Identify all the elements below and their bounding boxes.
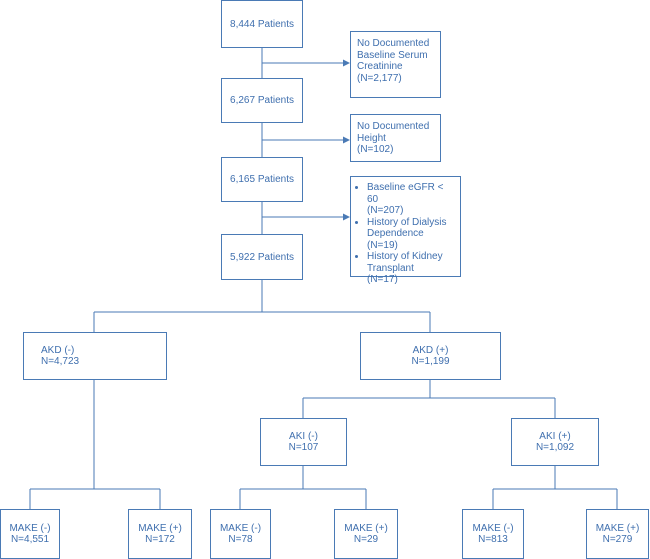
node-6267-patients: 6,267 Patients — [221, 78, 303, 123]
exclusion-line: Baseline Serum — [357, 49, 428, 61]
node-aki-positive: AKI (+) N=1,092 — [511, 418, 599, 466]
exclusion-line: History of Kidney — [367, 251, 443, 262]
exclusion-line: No Documented — [357, 121, 430, 132]
exclusion-list: Baseline eGFR < 60 (N=207) History of Di… — [357, 182, 454, 286]
exclusion-line: Height — [357, 132, 386, 144]
node-akd-negative: AKD (-) N=4,723 — [23, 332, 167, 380]
node-count: N=172 — [145, 534, 175, 545]
node-aki-negative: AKI (-) N=107 — [260, 418, 347, 466]
node-label: MAKE (+) — [344, 523, 388, 534]
node-label: 6,267 Patients — [230, 95, 294, 106]
exclusion-line: Dependence — [367, 228, 424, 239]
exclusion-line: Creatinine — [357, 61, 403, 72]
node-count: N=1,092 — [535, 442, 575, 453]
node-make-negative-akd-neg: MAKE (-) N=4,551 — [0, 509, 60, 559]
node-make-negative-aki-pos: MAKE (-) N=813 — [462, 509, 524, 559]
exclusion-item-transplant: History of Kidney Transplant (N=17) — [367, 251, 454, 286]
node-label: 8,444 Patients — [230, 18, 294, 30]
node-count: N=107 — [288, 442, 319, 453]
exclusion-line: (N=102) — [357, 144, 394, 155]
node-count: N=29 — [353, 534, 379, 545]
exclusion-box-creatinine: No Documented Baseline Serum Creatinine … — [350, 31, 441, 98]
node-make-positive-aki-pos: MAKE (+) N=279 — [586, 509, 649, 559]
node-akd-positive: AKD (+) N=1,199 — [360, 332, 501, 380]
node-label: AKD (+) — [412, 345, 449, 356]
node-label: 6,165 Patients — [230, 174, 294, 185]
node-label: 5,922 Patients — [230, 251, 294, 263]
exclusion-box-egfr-dialysis-transplant: Baseline eGFR < 60 (N=207) History of Di… — [350, 176, 461, 285]
exclusion-box-height: No Documented Height (N=102) — [350, 114, 441, 162]
node-label: MAKE (-) — [219, 523, 262, 534]
node-make-positive-akd-neg: MAKE (+) N=172 — [128, 509, 192, 559]
node-5922-patients: 5,922 Patients — [221, 234, 303, 280]
exclusion-line: Transplant — [367, 262, 414, 274]
exclusion-line: (N=17) — [367, 274, 398, 285]
node-make-positive-aki-neg: MAKE (+) N=29 — [334, 509, 398, 559]
exclusion-line: (N=19) — [367, 239, 398, 251]
node-count: N=813 — [478, 534, 508, 545]
node-label: AKI (-) — [289, 431, 318, 442]
exclusion-item-dialysis: History of Dialysis Dependence (N=19) — [367, 217, 454, 252]
node-label: MAKE (+) — [595, 523, 640, 534]
node-count: N=1,199 — [411, 356, 450, 367]
node-count: N=279 — [602, 534, 633, 545]
node-label: MAKE (+) — [138, 523, 182, 534]
exclusion-line: History of Dialysis — [367, 216, 447, 228]
node-label: AKD (-) — [41, 345, 75, 356]
node-8444-patients: 8,444 Patients — [221, 0, 303, 48]
node-label: AKI (+) — [539, 431, 571, 442]
exclusion-line: Baseline eGFR < 60 — [367, 182, 444, 205]
exclusion-line: (N=207) — [367, 205, 404, 216]
exclusion-line: (N=2,177) — [357, 72, 402, 84]
node-count: N=78 — [228, 534, 253, 545]
node-count: N=4,723 — [41, 356, 80, 367]
node-make-negative-aki-neg: MAKE (-) N=78 — [210, 509, 271, 559]
exclusion-item-egfr: Baseline eGFR < 60 (N=207) — [367, 182, 454, 217]
node-count: N=4,551 — [10, 534, 50, 545]
node-label: MAKE (-) — [9, 523, 51, 534]
node-label: MAKE (-) — [472, 523, 514, 534]
exclusion-line: No Documented — [357, 38, 430, 49]
node-6165-patients: 6,165 Patients — [221, 157, 303, 202]
